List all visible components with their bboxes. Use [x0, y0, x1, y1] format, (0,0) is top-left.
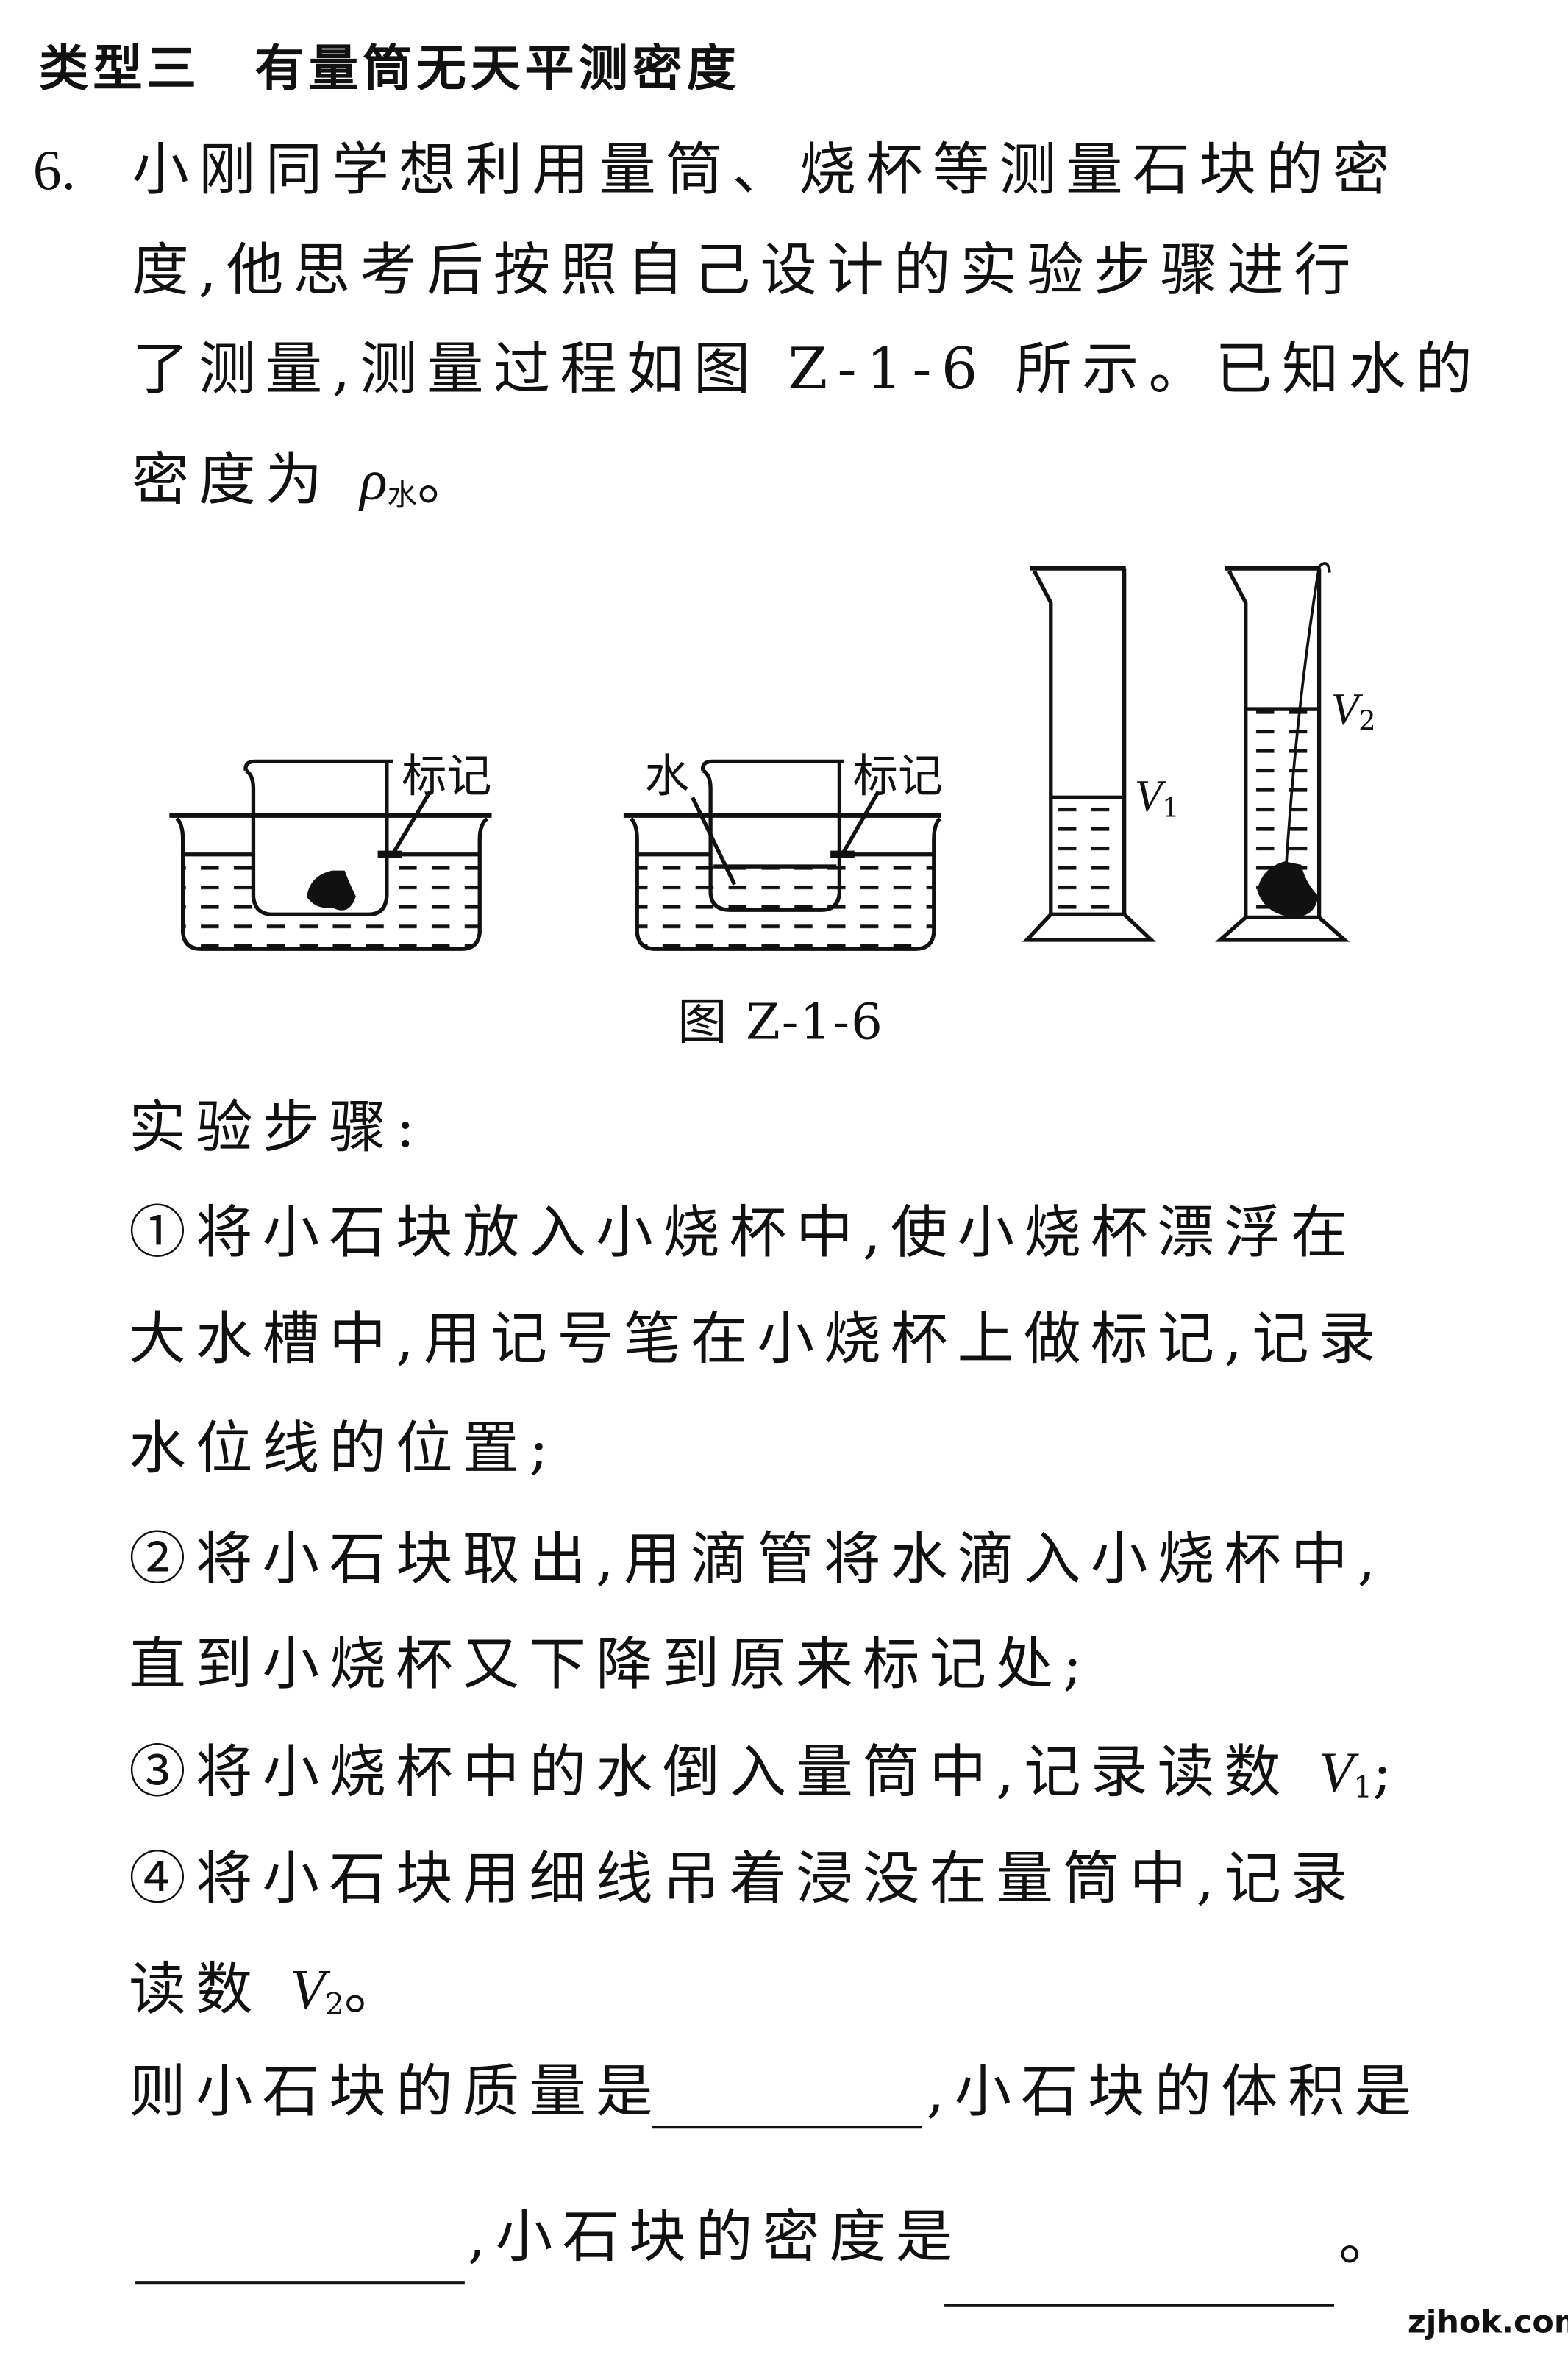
mass-answer-blank[interactable]	[652, 2126, 922, 2129]
stone	[1257, 861, 1319, 917]
volume-answer-blank[interactable]	[135, 2281, 465, 2285]
step-line: 读数 V2。	[129, 1956, 410, 2037]
v1-label: V1	[1135, 764, 1180, 842]
step-line: ④将小石块用细线吊着浸没在量筒中,记录	[129, 1845, 1358, 1912]
large-beaker-2	[623, 759, 941, 951]
v2-symbol: V	[290, 1959, 325, 2023]
v2-symbol: V	[1330, 685, 1359, 735]
answer-text: ,小石块的体积是	[926, 2058, 1422, 2125]
figure-caption: 图 Z-1-6	[677, 992, 884, 1051]
question-line: 了测量,测量过程如图 Z-1-6 所示。已知水的	[132, 335, 1483, 402]
stone	[307, 870, 356, 911]
rho-symbol: ρ	[360, 449, 388, 513]
step-line: 大水槽中,用记号笔在小烧杯上做标记,记录	[129, 1305, 1386, 1372]
v1-subscript: 1	[1353, 1769, 1373, 1805]
v1-symbol: V	[1134, 772, 1163, 822]
v2-subscript: 2	[324, 1986, 344, 2023]
step-line: ①将小石块放入小烧杯中,使小烧杯漂浮在	[129, 1199, 1358, 1266]
v1-subscript: 1	[1162, 793, 1180, 825]
answer-text: 则小石块的质量是	[129, 2058, 663, 2125]
v2-label: V2	[1331, 677, 1376, 755]
thread	[1284, 562, 1331, 867]
text: ;	[1372, 1739, 1402, 1805]
step-line: ②将小石块取出,用滴管将水滴入小烧杯中,	[129, 1525, 1386, 1592]
answer-text: ,小石块的密度是	[467, 2203, 963, 2270]
section-title: 类型三 有量筒无天平测密度	[38, 38, 741, 98]
question-number: 6.	[32, 139, 76, 203]
rho-subscript: 水	[387, 477, 418, 513]
question-line: 小刚同学想利用量筒、烧杯等测量石块的密	[132, 136, 1400, 203]
measuring-cylinder-1	[1022, 566, 1157, 942]
large-beaker-1	[169, 759, 492, 951]
text: 。	[417, 446, 485, 513]
density-answer-blank[interactable]	[944, 2304, 1334, 2307]
question-line: 密度为 ρ水。	[132, 446, 484, 527]
water-label: 水	[644, 751, 690, 804]
step-line: 直到小烧杯又下降到原来标记处;	[129, 1631, 1092, 1697]
steps-header: 实验步骤:	[129, 1094, 425, 1161]
measuring-cylinder-2	[1215, 562, 1350, 942]
answer-end: 。	[1339, 2206, 1405, 2273]
mark-label: 标记	[852, 751, 944, 804]
text: ③将小烧杯中的水倒入量筒中,记录读数	[129, 1739, 1319, 1805]
step-line: 水位线的位置;	[129, 1415, 558, 1481]
watermark: zjhok.com	[1403, 2302, 1568, 2342]
text: 读数	[129, 1956, 291, 2023]
v2-subscript: 2	[1358, 705, 1376, 738]
text: 密度为	[132, 446, 360, 513]
text: 。	[343, 1956, 411, 2023]
mark-label: 标记	[402, 751, 492, 804]
step-line: ③将小烧杯中的水倒入量筒中,记录读数 V1;	[129, 1739, 1401, 1820]
v1-symbol: V	[1318, 1742, 1354, 1805]
question-line: 度,他思考后按照自己设计的实验步骤进行	[132, 237, 1361, 303]
